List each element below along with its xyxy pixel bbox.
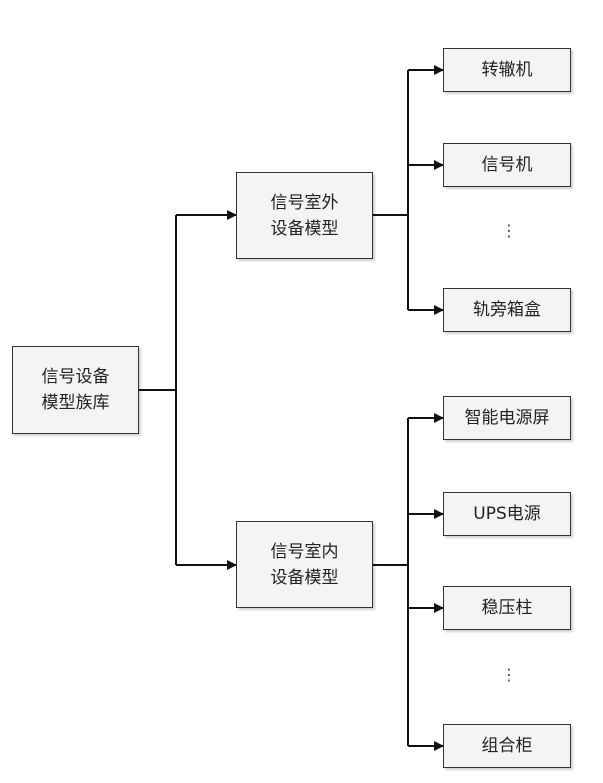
- outdoor-item-label: 信号机: [481, 155, 533, 175]
- indoor-item-stabilizer-cabinet: 稳压柱: [443, 586, 571, 630]
- indoor-item-label: UPS电源: [473, 504, 541, 524]
- root-node-line-1: 信号设备: [41, 367, 110, 387]
- indoor-model-line-1: 信号室内: [270, 541, 339, 562]
- outdoor-item-trackside-box: 轨旁箱盒: [443, 288, 571, 332]
- indoor-model-line-2: 设备模型: [270, 567, 339, 588]
- root-node: 信号设备 模型族库: [12, 346, 139, 434]
- outdoor-model-line-2: 设备模型: [270, 218, 339, 239]
- indoor-item-label: 稳压柱: [481, 598, 533, 618]
- outdoor-item-switch-machine: 转辙机: [443, 48, 571, 92]
- indoor-item-label: 智能电源屏: [464, 408, 550, 428]
- indoor-item-ups-power: UPS电源: [443, 492, 571, 536]
- indoor-ellipsis: ⋮: [501, 665, 517, 684]
- indoor-model-node: 信号室内 设备模型: [236, 521, 373, 608]
- indoor-item-smart-power-panel: 智能电源屏: [443, 396, 571, 440]
- root-node-line-2: 模型族库: [41, 393, 110, 413]
- indoor-item-label: 组合柜: [481, 736, 533, 756]
- indoor-item-combination-cabinet: 组合柜: [443, 724, 571, 768]
- outdoor-item-label: 轨旁箱盒: [473, 300, 541, 320]
- outdoor-ellipsis: ⋮: [501, 221, 517, 240]
- outdoor-item-label: 转辙机: [481, 60, 533, 80]
- outdoor-model-line-1: 信号室外: [270, 192, 339, 213]
- outdoor-model-node: 信号室外 设备模型: [236, 172, 373, 259]
- outdoor-item-signal: 信号机: [443, 143, 571, 187]
